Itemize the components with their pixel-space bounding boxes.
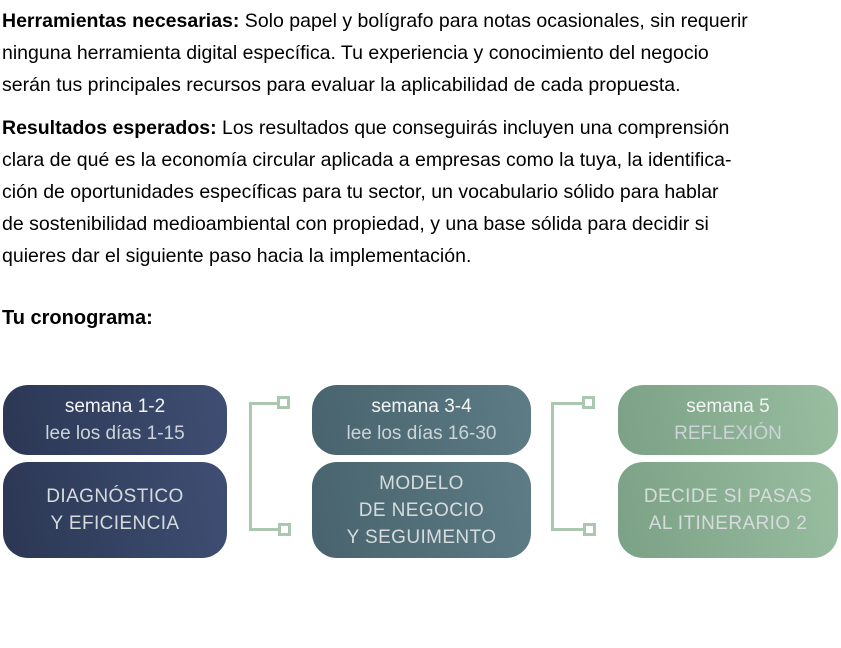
box-title: semana 3-4 <box>371 396 472 417</box>
box-subtitle: lee los días 16-30 <box>346 423 497 444</box>
box-title: semana 5 <box>686 396 770 417</box>
connector-node-square-icon <box>583 523 596 536</box>
connector-bracket-2 <box>551 396 599 541</box>
box-caps-text: DECIDE SI PASAS AL ITINERARIO 2 <box>643 486 813 534</box>
paragraph-resultados: Resultados esperados: Los resultados que… <box>0 112 841 272</box>
text-run: Los resultados que conseguirás incluyen … <box>216 117 730 139</box>
text-line: clara de qué es la economía circular apl… <box>2 149 732 171</box>
timeline-box-modelo-negocio: MODELO DE NEGOCIO Y SEGUIMENTO <box>312 462 531 558</box>
timeline-box-semana-3-4: semana 3-4 lee los días 16-30 <box>312 385 531 455</box>
paragraph-label-herramientas: Herramientas necesarias: <box>2 10 240 32</box>
text-run: Solo papel y bolígrafo para notas ocasio… <box>239 10 748 32</box>
connector-bracket-1 <box>249 396 297 541</box>
text-line: Herramientas necesarias: Solo papel y bo… <box>2 5 841 37</box>
connector-line <box>249 402 279 531</box>
text-line: Resultados esperados: Los resultados que… <box>2 112 841 144</box>
connector-node-square-icon <box>278 523 291 536</box>
connector-node-square-icon <box>277 396 290 409</box>
paragraph-label-resultados: Resultados esperados: <box>2 117 217 139</box>
text-line: serán tus principales recursos para eval… <box>2 74 681 96</box>
text-line: quieres dar el siguiente paso hacia la i… <box>2 245 472 267</box>
box-caps-text: DIAGNÓSTICO Y EFICIENCIA <box>46 486 184 534</box>
timeline-box-decide-itinerario: DECIDE SI PASAS AL ITINERARIO 2 <box>618 462 838 558</box>
timeline-box-semana-1-2: semana 1-2 lee los días 1-15 <box>3 385 227 455</box>
text-line: ción de oportunidades específicas para t… <box>2 181 719 203</box>
box-title: semana 1-2 <box>64 396 166 417</box>
timeline-box-semana-5: semana 5 REFLEXIÓN <box>618 385 838 455</box>
paragraph-herramientas: Herramientas necesarias: Solo papel y bo… <box>0 5 841 101</box>
box-caps-text: MODELO DE NEGOCIO Y SEGUIMENTO <box>346 472 497 548</box>
connector-line <box>551 402 584 531</box>
text-line: ninguna herramienta digital específica. … <box>2 42 709 64</box>
section-heading-cronograma: Tu cronograma: <box>2 307 153 329</box>
box-subtitle: REFLEXIÓN <box>674 423 782 444</box>
timeline-box-diagnostico-eficiencia: DIAGNÓSTICO Y EFICIENCIA <box>3 462 227 558</box>
connector-node-square-icon <box>582 396 595 409</box>
box-subtitle: lee los días 1-15 <box>45 423 185 444</box>
text-line: de sostenibilidad medioambiental con pro… <box>2 213 709 235</box>
